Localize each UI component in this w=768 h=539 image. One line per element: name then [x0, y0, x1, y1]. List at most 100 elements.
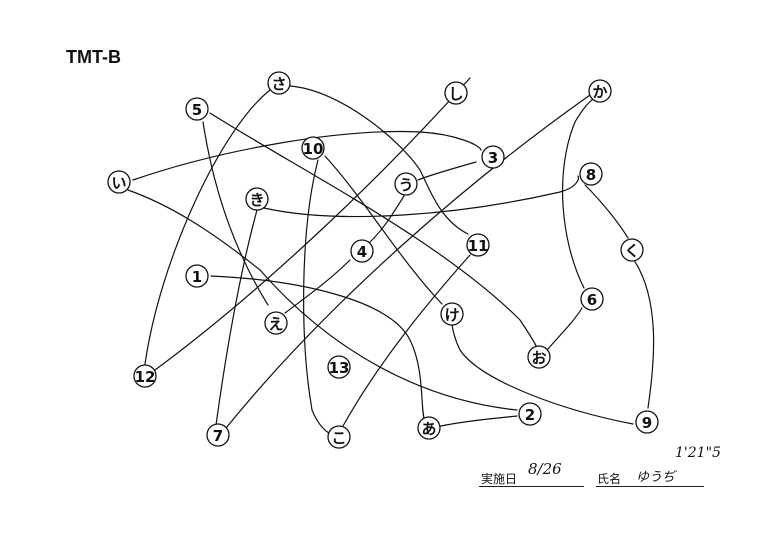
node-circle — [107, 170, 131, 194]
name-value: ゆうぢ — [636, 470, 676, 485]
trail-stroke-3-u — [417, 161, 477, 181]
trail-stroke-7-ki — [215, 209, 258, 426]
trail-stroke-6-ka — [561, 97, 596, 289]
node-circle — [417, 416, 441, 440]
trail-stroke-ko-11 — [342, 254, 471, 427]
trail-stroke-ki-8 — [263, 175, 580, 218]
node-3: 3 — [481, 145, 505, 169]
time-note: 1'21"5 — [675, 445, 721, 461]
node-circle — [527, 345, 551, 369]
node-circle — [481, 145, 505, 169]
date-value: 8/26 — [528, 460, 562, 478]
node-13: 13 — [327, 355, 351, 379]
node-label: く — [624, 242, 639, 260]
node-12: 12 — [133, 364, 157, 388]
page-title: TMT-B — [66, 47, 121, 67]
node-i: い — [107, 170, 131, 194]
node-5: 5 — [185, 97, 209, 121]
node-shi: し — [444, 81, 468, 105]
node-label: 7 — [213, 427, 223, 445]
date-underline — [479, 486, 584, 487]
node-circle — [206, 423, 230, 447]
node-label: 9 — [642, 414, 652, 432]
node-o: お — [527, 345, 551, 369]
node-label: 11 — [468, 237, 489, 255]
pen-trail — [127, 77, 655, 435]
trail-stroke-2-i — [127, 189, 518, 411]
node-label: し — [448, 85, 463, 103]
trail-stroke-4-e — [284, 259, 351, 314]
node-e: え — [264, 311, 288, 335]
node-label: 4 — [357, 243, 367, 261]
node-label: あ — [421, 420, 436, 438]
node-label: 6 — [587, 291, 597, 309]
node-circle — [635, 410, 659, 434]
node-circle — [245, 187, 269, 211]
trail-stroke-ku-9 — [633, 259, 655, 409]
node-circle — [518, 402, 542, 426]
node-circle — [267, 71, 291, 95]
trail-stroke-9-ke — [451, 321, 634, 425]
node-label: 2 — [525, 406, 535, 424]
node-label: い — [111, 174, 126, 192]
node-circle — [588, 79, 612, 103]
name-underline — [596, 486, 704, 487]
node-label: 5 — [192, 101, 202, 119]
node-1: 1 — [185, 264, 209, 288]
node-circle — [579, 162, 603, 186]
node-label: き — [249, 191, 264, 209]
node-label: 3 — [488, 149, 498, 167]
trail-stroke-1-a — [210, 275, 426, 423]
node-label: 10 — [303, 140, 324, 158]
trail-stroke-11-sa — [289, 85, 469, 235]
node-ka: か — [588, 79, 612, 103]
node-circle — [327, 425, 351, 449]
node-label: 13 — [329, 359, 350, 377]
node-sa: さ — [267, 71, 291, 95]
node-u: う — [394, 172, 418, 196]
trail-stroke-10-ko — [303, 159, 332, 435]
node-label: 1 — [192, 268, 202, 286]
node-label: う — [398, 176, 413, 194]
trail-stroke-ka-7 — [225, 94, 591, 429]
node-label: 12 — [135, 368, 156, 386]
node-label: け — [444, 306, 459, 324]
node-circle — [301, 136, 325, 160]
node-label: え — [268, 315, 283, 333]
node-circle — [580, 287, 604, 311]
node-circle — [264, 311, 288, 335]
node-ku: く — [620, 238, 644, 262]
trail-stroke-8-ku — [584, 184, 629, 239]
node-8: 8 — [579, 162, 603, 186]
trail-stroke-o-6 — [546, 307, 583, 351]
node-ko: こ — [327, 425, 351, 449]
node-4: 4 — [350, 239, 374, 263]
node-ke: け — [440, 302, 464, 326]
trail-stroke-a-2 — [440, 415, 518, 427]
date-label: 実施日 — [481, 472, 518, 486]
node-9: 9 — [635, 410, 659, 434]
node-label: か — [592, 83, 607, 101]
node-label: さ — [271, 75, 286, 93]
node-6: 6 — [580, 287, 604, 311]
trail-stroke-12-shi — [154, 77, 471, 371]
node-circle — [466, 233, 490, 257]
node-circle — [620, 238, 644, 262]
node-a: あ — [417, 416, 441, 440]
node-7: 7 — [206, 423, 230, 447]
node-circle — [440, 302, 464, 326]
node-circle — [185, 97, 209, 121]
trail-stroke-i-3 — [132, 130, 482, 181]
trail-stroke-u-4 — [367, 195, 405, 245]
node-label: お — [531, 349, 546, 367]
node-11: 11 — [466, 233, 490, 257]
node-circle — [444, 81, 468, 105]
node-label: 8 — [586, 166, 596, 184]
node-circle — [185, 264, 209, 288]
node-10: 10 — [301, 136, 325, 160]
node-ki: き — [245, 187, 269, 211]
trail-stroke-5-o — [209, 112, 538, 349]
